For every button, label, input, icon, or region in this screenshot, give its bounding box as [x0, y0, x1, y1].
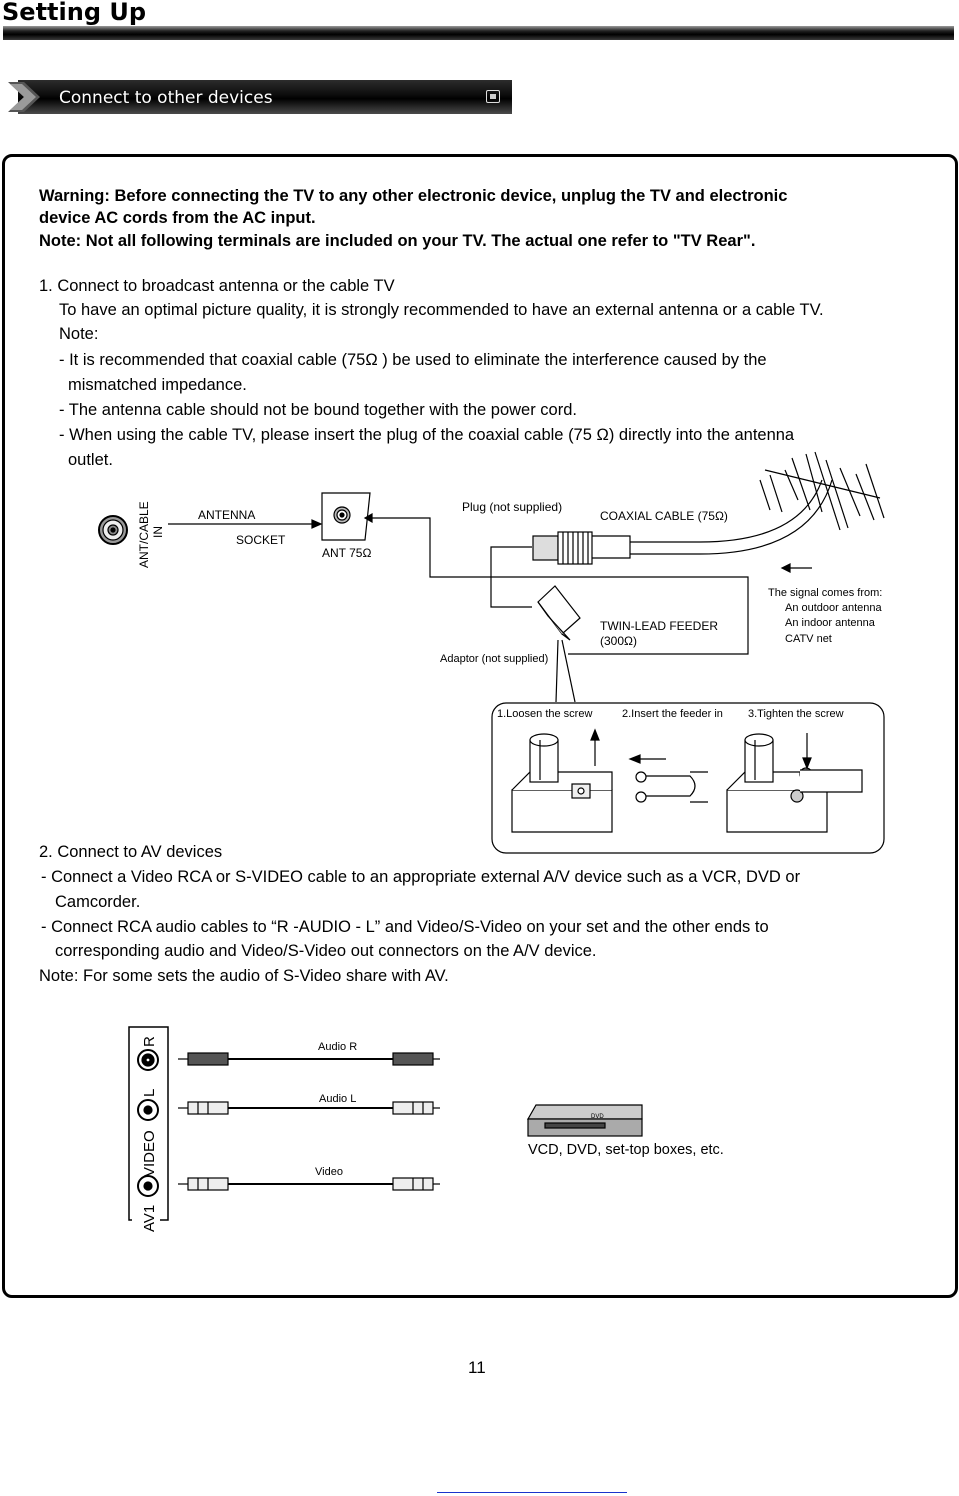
signal-source-2: An indoor antenna	[785, 617, 876, 629]
terminal-tighten-icon	[726, 733, 863, 833]
outdoor-antenna-icon	[759, 451, 885, 531]
page-number: 11	[468, 1358, 486, 1377]
signal-source-3: CATV net	[785, 633, 832, 645]
section2-note: Note: For some sets the audio of S-Video…	[39, 967, 449, 985]
socket-label: SOCKET	[236, 533, 286, 547]
jack-label-2: IN	[151, 526, 165, 538]
section1-bullet3b: outlet.	[68, 451, 113, 469]
step-1-label: 1.Loosen the screw	[497, 708, 592, 720]
warning-note: Note: Not all following terminals are in…	[39, 232, 756, 250]
section2-bullet1b: Camcorder.	[55, 893, 141, 911]
signal-title: The signal comes from:	[768, 587, 882, 599]
audio-r-label: Audio R	[318, 1041, 357, 1053]
section1-bullet1a: - It is recommended that coaxial cable (…	[59, 351, 767, 369]
arrow-right-icon	[8, 82, 40, 112]
terminal-loosen-icon	[511, 733, 613, 833]
video-jack-label: VIDEO	[141, 1130, 158, 1177]
section2-bullet2a: - Connect RCA audio cables to “R -AUDIO …	[41, 918, 769, 936]
antenna-label: ANTENNA	[198, 508, 255, 522]
banner-label: Connect to other devices	[59, 88, 273, 108]
content-frame	[2, 154, 958, 1298]
adaptor-label: Adaptor (not supplied)	[440, 653, 548, 665]
section2-bullet1a: - Connect a Video RCA or S-VIDEO cable t…	[41, 868, 801, 886]
coaxial-plug-icon	[532, 531, 631, 565]
section1-bullet2: - The antenna cable should not be bound …	[59, 401, 577, 419]
l-jack-label: L	[141, 1089, 158, 1097]
section1-bullet1b: mismatched impedance.	[68, 376, 247, 394]
warning-line-1: Warning: Before connecting the TV to any…	[39, 187, 788, 205]
twin-lead-feeder-icon	[635, 771, 708, 803]
antenna-socket-icon	[321, 492, 371, 541]
section1-heading: 1. Connect to broadcast antenna or the c…	[39, 277, 395, 295]
coax-label: COAXIAL CABLE (75Ω)	[600, 509, 728, 523]
video-jack-icon	[137, 1175, 159, 1197]
plug-label: Plug (not supplied)	[462, 500, 562, 514]
audio-l-label: Audio L	[319, 1093, 356, 1105]
ant-cable-jack-icon	[98, 515, 128, 545]
dvd-badge: DVD	[591, 1114, 604, 1120]
signal-source-1: An outdoor antenna	[785, 602, 883, 614]
section1-note-label: Note:	[59, 325, 99, 343]
twin-lead-label-1: TWIN-LEAD FEEDER	[600, 619, 718, 633]
jack-label-1: ANT/CABLE	[137, 501, 151, 568]
warning-line-2: device AC cords from the AC input.	[39, 209, 316, 227]
section2-bullet2b: corresponding audio and Video/S-Video ou…	[55, 942, 597, 960]
step-2-label: 2.Insert the feeder in	[622, 708, 723, 720]
page-title: Setting Up	[2, 0, 147, 26]
ant-75-label: ANT 75Ω	[322, 546, 371, 560]
section1-bullet3a: - When using the cable TV, please insert…	[59, 426, 795, 444]
dvd-player-icon	[526, 1104, 643, 1137]
step-3-label: 3.Tighten the screw	[748, 708, 844, 720]
section2-heading: 2. Connect to AV devices	[39, 843, 223, 861]
section-banner: Connect to other devices	[8, 80, 512, 114]
antenna-connection-diagram: ANT/CABLE IN ANTENNA SOCKET ANT 75Ω Plug…	[98, 451, 885, 854]
av1-panel-label: AV1	[141, 1205, 158, 1232]
banner-background	[18, 80, 512, 114]
video-cable-label: Video	[315, 1166, 343, 1178]
av-connection-diagram: Audio R Audio L Video DVD VCD, DVD, set-…	[128, 1026, 724, 1232]
l-jack-icon	[137, 1099, 159, 1121]
menu-square-icon	[486, 90, 500, 103]
twin-lead-label-2: (300Ω)	[600, 634, 637, 648]
title-bar	[3, 26, 954, 40]
audio-l-cable-icon	[178, 1101, 440, 1115]
device-caption: VCD, DVD, set-top boxes, etc.	[528, 1142, 724, 1158]
r-jack-label: R	[141, 1036, 158, 1047]
r-jack-icon	[137, 1049, 159, 1071]
section1-intro: To have an optimal picture quality, it i…	[59, 301, 824, 319]
adaptor-icon	[537, 585, 581, 641]
audio-r-cable-icon	[178, 1052, 440, 1066]
video-cable-icon	[178, 1177, 440, 1191]
footer-link-line	[437, 1492, 627, 1493]
